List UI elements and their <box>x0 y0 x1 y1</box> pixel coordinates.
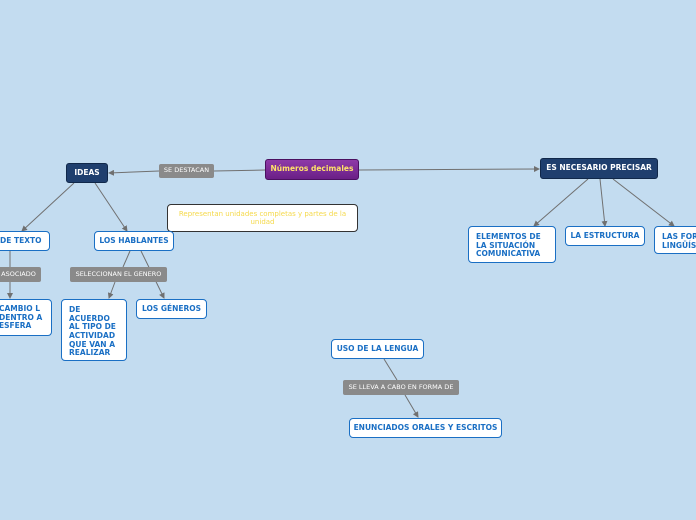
subtopic-los-hablantes[interactable]: LOS HABLANTES <box>94 231 174 251</box>
link-precisar-to-elementos <box>533 178 589 227</box>
link-central-to-precisar <box>358 166 540 173</box>
note-representan-unidades[interactable]: Representan unidades completas y partes … <box>167 204 358 232</box>
subtopic-uso-de-la-lengua[interactable]: USO DE LA LENGUA <box>331 339 424 359</box>
subtopic-cambio-dentro-esfera[interactable]: CAMBIO L DENTRO A ESFERA <box>0 299 52 336</box>
central-topic-numeros-decimales[interactable]: Números decimales <box>265 159 359 180</box>
link-selecciona-to-acuerdo <box>107 281 116 299</box>
subtopic-enunciados-orales-escritos[interactable]: ENUNCIADOS ORALES Y ESCRITOS <box>349 418 502 438</box>
subtopic-de-acuerdo-actividad[interactable]: DE ACUERDO AL TIPO DE ACTIVIDAD QUE VAN … <box>61 299 127 361</box>
link-central-to-se-destacan <box>213 169 266 172</box>
subtopic-las-formas-linguisticas[interactable]: LAS FOR LINGÜÍS <box>654 226 696 254</box>
link-precisar-to-estructura <box>599 178 608 227</box>
relation-se-destacan[interactable]: SE DESTACAN <box>159 164 214 178</box>
relation-asociado[interactable]: ASOCIADO <box>0 267 41 282</box>
relation-seleccionan-el-genero[interactable]: SELECCIONAN EL GENERO <box>70 267 167 282</box>
topic-ideas[interactable]: IDEAS <box>66 163 108 183</box>
link-precisar-to-formas <box>612 178 675 227</box>
link-se-destacan-to-ideas <box>108 169 160 176</box>
link-se-lleva-to-enunciados <box>404 394 419 418</box>
subtopic-la-estructura[interactable]: LA ESTRUCTURA <box>565 226 645 246</box>
link-ideas-to-texto <box>21 182 75 232</box>
subtopic-elementos-situacion-comunicativa[interactable]: ELEMENTOS DE LA SITUACIÓN COMUNICATIVA <box>468 226 556 263</box>
relation-se-lleva-a-cabo[interactable]: SE LLEVA A CABO EN FORMA DE <box>343 380 459 395</box>
subtopic-de-texto[interactable]: DE TEXTO <box>0 231 50 251</box>
topic-es-necesario-precisar[interactable]: ES NECESARIO PRECISAR <box>540 158 658 179</box>
link-hablantes-to-selecciona <box>122 250 131 268</box>
subtopic-los-generos[interactable]: LOS GÉNEROS <box>136 299 207 319</box>
link-ideas-to-hablantes <box>94 182 128 232</box>
link-uso-to-se-lleva <box>383 358 398 381</box>
